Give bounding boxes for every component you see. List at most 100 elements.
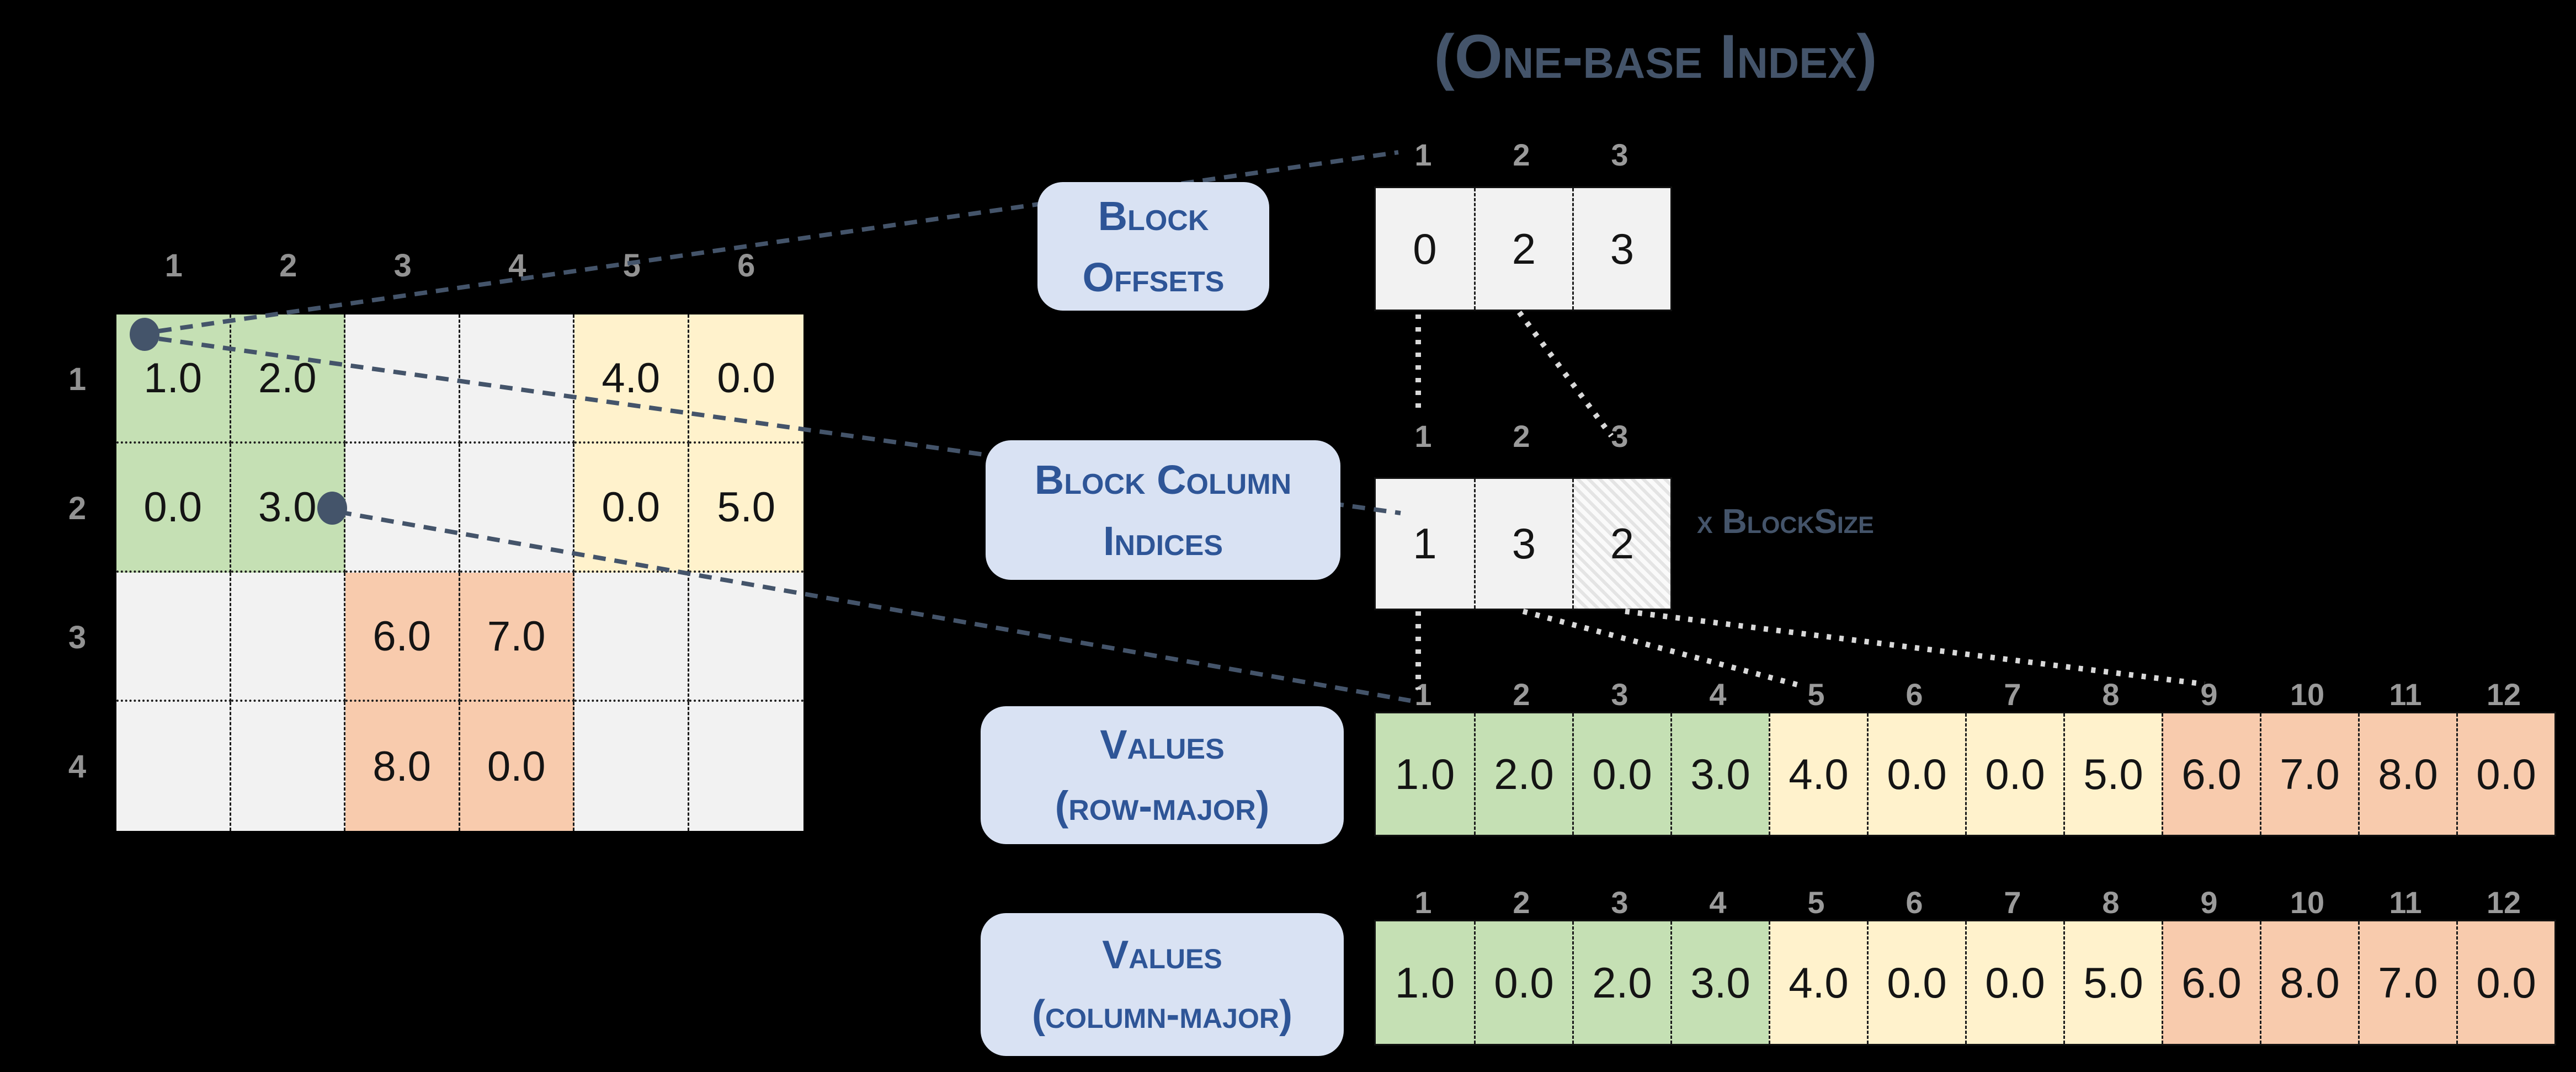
block-column-indices-label-line1: Block Column xyxy=(1034,456,1292,503)
values_row_major-cell-11: 8.0 xyxy=(2358,713,2456,835)
values_col_major-index-10: 10 xyxy=(2290,885,2325,920)
values_col_major-cell-8: 5.0 xyxy=(2063,921,2162,1044)
values_row_major-index-6: 6 xyxy=(1906,677,1923,712)
values-row-major-label-line1: Values xyxy=(1100,722,1225,767)
values-row-major-label: Values (row-major) xyxy=(981,706,1344,844)
values_col_major-index-12: 12 xyxy=(2486,885,2521,920)
values_col_major-cell-11: 7.0 xyxy=(2358,921,2456,1044)
matrix-cell-r3c3: 6.0 xyxy=(345,573,460,702)
values_col_major-index-8: 8 xyxy=(2102,885,2120,920)
matrix-cell-r3c1 xyxy=(116,573,231,702)
values-column-major-label-line2: (column-major) xyxy=(1032,992,1292,1037)
values_row_major-index-9: 9 xyxy=(2200,677,2218,712)
values_col_major-cell-6: 0.0 xyxy=(1867,921,1965,1044)
values_row_major-cell-8: 5.0 xyxy=(2063,713,2162,835)
matrix-cell-r2c5: 0.0 xyxy=(574,444,689,573)
values_col_major-cell-5: 4.0 xyxy=(1769,921,1867,1044)
block-offsets-label: Block Offsets xyxy=(1037,182,1269,311)
matrix-row-label-3: 3 xyxy=(68,619,87,655)
matrix-cell-r1c4 xyxy=(460,314,574,444)
block_offsets-index-1: 1 xyxy=(1414,137,1432,172)
values-row-major-label-line2: (row-major) xyxy=(1055,783,1270,829)
values_row_major-index-5: 5 xyxy=(1807,677,1825,712)
values_row_major-cell-3: 0.0 xyxy=(1572,713,1670,835)
matrix-cell-r1c5: 4.0 xyxy=(574,314,689,444)
block_col_indices-cell-2: 3 xyxy=(1474,479,1572,609)
values_row_major-cell-4: 3.0 xyxy=(1670,713,1769,835)
values_col_major-index-5: 5 xyxy=(1807,885,1825,920)
page-title: (One-base Index) xyxy=(1434,22,1877,91)
matrix-row-label-1: 1 xyxy=(68,361,87,397)
values_col_major-index-9: 9 xyxy=(2200,885,2218,920)
values_row_major-index-4: 4 xyxy=(1709,677,1727,712)
block_offsets-cell-2: 2 xyxy=(1474,188,1572,310)
matrix-cell-r1c3 xyxy=(345,314,460,444)
values_col_major-index-1: 1 xyxy=(1414,885,1432,920)
values-column-major-label: Values (column-major) xyxy=(981,913,1344,1056)
matrix-cell-r1c2: 2.0 xyxy=(231,314,345,444)
values_col_major-index-4: 4 xyxy=(1709,885,1727,920)
matrix-cell-r4c6 xyxy=(689,702,803,831)
values_row_major-index-10: 10 xyxy=(2290,677,2325,712)
matrix-cell-r4c4: 0.0 xyxy=(460,702,574,831)
values_col_major-index-3: 3 xyxy=(1611,885,1628,920)
values_col_major-cell-2: 0.0 xyxy=(1474,921,1572,1044)
matrix-cell-r3c4: 7.0 xyxy=(460,573,574,702)
values_col_major-cell-12: 0.0 xyxy=(2456,921,2554,1044)
matrix-cell-r2c1: 0.0 xyxy=(116,444,231,573)
block_col_indices-index-1: 1 xyxy=(1414,419,1432,454)
matrix-cell-r4c5 xyxy=(574,702,689,831)
block-offsets-index-row: 1 2 3 xyxy=(1374,138,1672,172)
values_col_major-cell-4: 3.0 xyxy=(1670,921,1769,1044)
block_col_indices-cell-3: 2 xyxy=(1572,479,1670,609)
values_row_major-cell-1: 1.0 xyxy=(1376,713,1474,835)
values_col_major-cell-3: 2.0 xyxy=(1572,921,1670,1044)
values_row_major-index-12: 12 xyxy=(2486,677,2521,712)
values_row_major-index-1: 1 xyxy=(1414,677,1432,712)
block_offsets-cell-3: 3 xyxy=(1572,188,1670,310)
values_col_major-cell-7: 0.0 xyxy=(1965,921,2063,1044)
matrix-col-label-3: 3 xyxy=(393,248,412,284)
matrix-cell-r4c3: 8.0 xyxy=(345,702,460,831)
matrix-cell-r2c4 xyxy=(460,444,574,573)
matrix-cell-r4c2 xyxy=(231,702,345,831)
values_row_major-cell-2: 2.0 xyxy=(1474,713,1572,835)
block_offsets-cell-1: 0 xyxy=(1376,188,1474,310)
matrix-col-label-2: 2 xyxy=(279,248,297,284)
matrix-col-label-6: 6 xyxy=(737,248,755,284)
matrix-cell-r1c6: 0.0 xyxy=(689,314,803,444)
block_offsets-index-3: 3 xyxy=(1611,137,1628,172)
matrix-col-label-4: 4 xyxy=(508,248,526,284)
block-column-indices-label: Block Column Indices xyxy=(986,440,1340,580)
values_row_major-cell-7: 0.0 xyxy=(1965,713,2063,835)
blocksize-note: x BlockSize xyxy=(1697,503,1874,541)
values_row_major-index-7: 7 xyxy=(2004,677,2021,712)
matrix-anchor-dot-block1-end xyxy=(317,492,347,525)
block_offsets-index-2: 2 xyxy=(1513,137,1530,172)
matrix-cell-r4c1 xyxy=(116,702,231,831)
matrix-col-label-1: 1 xyxy=(164,248,183,284)
values_row_major-cell-5: 4.0 xyxy=(1769,713,1867,835)
values_row_major-cell-10: 7.0 xyxy=(2260,713,2358,835)
block-offsets-label-line1: Block xyxy=(1098,193,1209,239)
block-column-indices-label-line2: Indices xyxy=(1103,518,1223,564)
line-blockcol3-to-value9 xyxy=(1625,609,2205,687)
values_row_major-index-8: 8 xyxy=(2102,677,2120,712)
block_col_indices-index-2: 2 xyxy=(1513,419,1530,454)
matrix-cell-r3c6 xyxy=(689,573,803,702)
values_col_major-cell-1: 1.0 xyxy=(1376,921,1474,1044)
values_row_major-index-2: 2 xyxy=(1513,677,1530,712)
matrix-cell-r3c2 xyxy=(231,573,345,702)
